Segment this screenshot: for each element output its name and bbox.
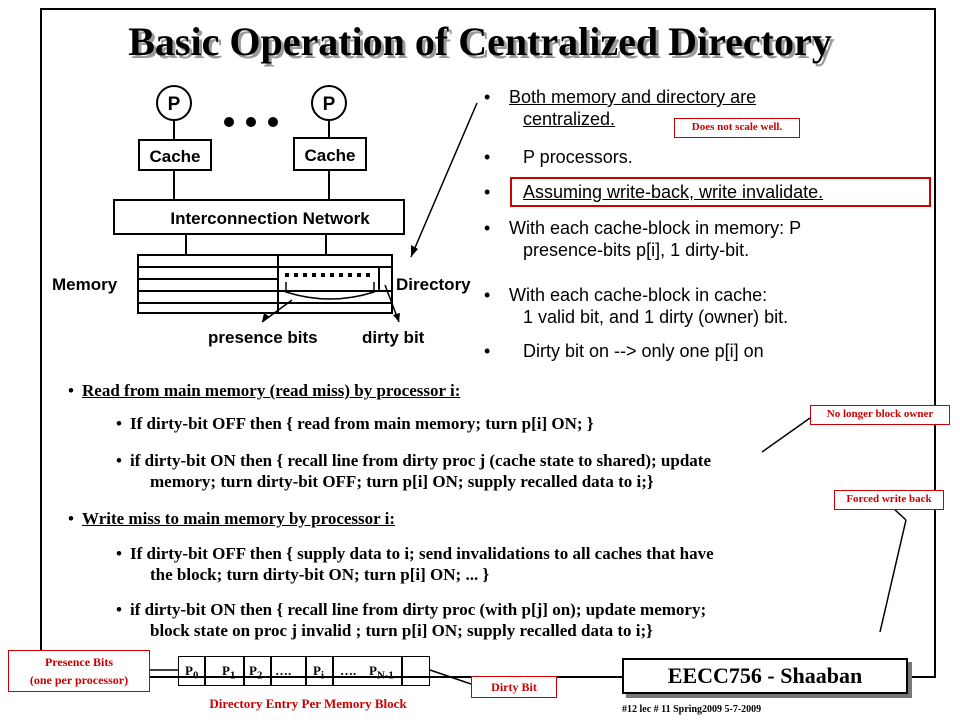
entry-p1: P1 xyxy=(222,663,236,682)
bullet-memory-bits: • With each cache-block in memory: P pre… xyxy=(484,218,802,260)
note-dirty-bit: Dirty Bit xyxy=(471,676,557,698)
write-miss-heading: •Write miss to main memory by processor … xyxy=(68,509,396,528)
cache-left-label: Cache xyxy=(149,147,200,166)
note-forced-write-back: Forced write back xyxy=(834,490,944,510)
directory-entry: P0 P1 P2 …. Pi …. PN-1 xyxy=(178,656,430,686)
bullet-write-back: • Assuming write-back, write invalidate. xyxy=(484,182,824,202)
entry-p0: P0 xyxy=(185,663,199,682)
entry-pi: Pi xyxy=(313,663,324,682)
entry-p2: P2 xyxy=(249,663,263,682)
bullet-cache-bits: • With each cache-block in cache: 1 vali… xyxy=(484,285,789,327)
read-miss-dirty-on: • if dirty-bit ON then { recall line fro… xyxy=(116,451,711,491)
cache-left-box xyxy=(138,139,212,171)
interconnection-network-box xyxy=(113,199,405,235)
note-presence-bits: Presence Bits (one per processor) xyxy=(8,650,150,692)
entry-dots-1: …. xyxy=(275,663,292,678)
note-no-scale: Does not scale well. xyxy=(674,118,800,138)
write-miss-dirty-off: • If dirty-bit OFF then { supply data to… xyxy=(116,544,714,584)
cache-right-box xyxy=(293,137,367,171)
processor-right-label: P xyxy=(323,94,336,115)
dirty-bit-label: dirty bit xyxy=(362,328,425,347)
read-miss-dirty-off: •If dirty-bit OFF then { read from main … xyxy=(116,414,594,433)
bullet-dirty-on: • Dirty bit on --> only one p[i] on xyxy=(484,341,764,361)
bullet-processors: • P processors. xyxy=(484,147,633,167)
ellipsis-dot xyxy=(246,117,256,127)
processor-left-label: P xyxy=(168,94,181,115)
network-label: Interconnection Network xyxy=(170,209,370,228)
memory-label: Memory xyxy=(52,275,118,294)
directory-label: Directory xyxy=(396,275,471,294)
memory-box xyxy=(137,254,279,314)
highlight-box xyxy=(510,177,931,207)
presence-bits-label: presence bits xyxy=(208,328,318,347)
write-miss-dirty-on: • if dirty-bit ON then { recall line fro… xyxy=(116,600,707,640)
entry-dots-2: …. xyxy=(340,663,357,678)
slide-title: Basic Operation of Centralized Directory xyxy=(128,19,832,64)
note-no-owner: No longer block owner xyxy=(810,405,950,425)
slide-footer: #12 lec # 11 Spring2009 5-7-2009 xyxy=(622,704,762,715)
entry-pn: PN-1 xyxy=(369,663,394,682)
ellipsis-dot xyxy=(268,117,278,127)
directory-box xyxy=(277,254,393,314)
directory-entry-caption: Directory Entry Per Memory Block xyxy=(209,696,407,711)
course-badge: EECC756 - Shaaban xyxy=(622,658,908,694)
read-miss-heading: •Read from main memory (read miss) by pr… xyxy=(68,381,461,400)
cache-right-label: Cache xyxy=(304,146,355,165)
bullet-centralized: • Both memory and directory are centrali… xyxy=(484,87,757,129)
ellipsis-dot xyxy=(224,117,234,127)
